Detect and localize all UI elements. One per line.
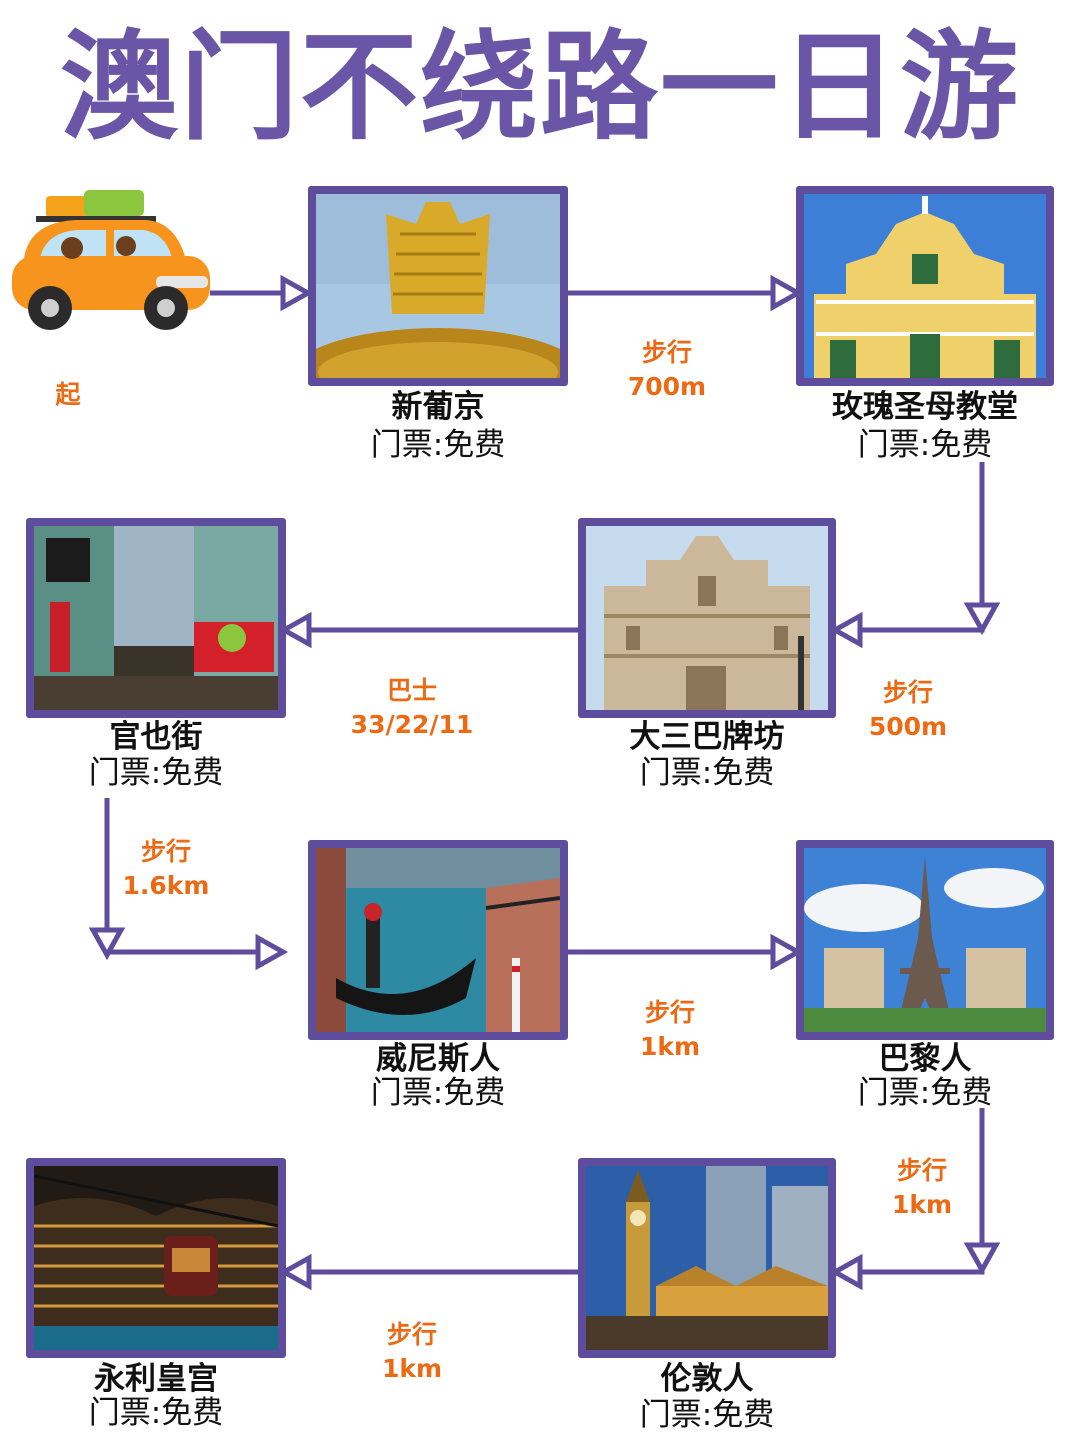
transport-detail: 700m <box>627 371 707 401</box>
stop-ticket: 门票:免费 <box>88 1395 224 1431</box>
stop-name: 大三巴牌坊 <box>629 719 785 755</box>
stop-photo-rua-do-cunha <box>26 518 286 718</box>
transport-label: 巴士 33/22/11 <box>312 674 512 742</box>
stop-name: 官也街 <box>109 719 203 755</box>
stop-name: 伦敦人 <box>660 1361 754 1397</box>
stop-photo-parisian <box>796 840 1054 1040</box>
transport-label: 步行 1km <box>570 996 770 1064</box>
stop-photo-st-dominic-church <box>796 186 1054 386</box>
stop-name: 永利皇宫 <box>94 1361 218 1397</box>
stop-name: 巴黎人 <box>878 1041 972 1077</box>
transport-detail: 500m <box>868 711 948 741</box>
car-illustration <box>6 188 214 340</box>
stop-ticket: 门票:免费 <box>370 1075 506 1111</box>
stop-photo-londoner <box>578 1158 836 1358</box>
stop-ticket: 门票:免费 <box>857 427 993 463</box>
transport-mode: 步行 <box>882 678 933 707</box>
stop-photo-grand-lisboa <box>308 186 568 386</box>
transport-mode: 步行 <box>641 338 692 367</box>
transport-detail: 1km <box>639 1031 701 1061</box>
stop-photo-wynn-palace <box>26 1158 286 1358</box>
stop-ticket: 门票:免费 <box>639 1397 775 1433</box>
transport-label: 步行 500m <box>808 676 1008 744</box>
transport-detail: 1km <box>891 1189 953 1219</box>
transport-label: 步行 700m <box>567 336 767 404</box>
transport-mode: 步行 <box>140 837 191 866</box>
stop-photo-venetian <box>308 840 568 1040</box>
transport-mode: 巴士 <box>386 676 437 705</box>
stop-ticket: 门票:免费 <box>639 755 775 791</box>
transport-detail: 33/22/11 <box>350 709 474 739</box>
transport-mode: 步行 <box>386 1320 437 1349</box>
stop-name: 威尼斯人 <box>376 1041 500 1077</box>
transport-detail: 1km <box>381 1353 443 1383</box>
stop-name: 新葡京 <box>391 389 485 425</box>
transport-mode: 步行 <box>896 1156 947 1185</box>
start-label: 起 <box>55 380 81 409</box>
page-title: 澳门不绕路一日游 <box>59 18 1020 156</box>
stop-ticket: 门票:免费 <box>88 755 224 791</box>
transport-label: 步行 1km <box>822 1154 1022 1222</box>
transport-mode: 步行 <box>644 998 695 1027</box>
transport-label: 步行 1.6km <box>66 835 266 903</box>
transport-detail: 1.6km <box>122 870 210 900</box>
stop-ticket: 门票:免费 <box>370 427 506 463</box>
stop-photo-ruins-of-st-pauls <box>578 518 836 718</box>
transport-label: 步行 1km <box>312 1318 512 1386</box>
stop-name: 玫瑰圣母教堂 <box>832 389 1018 425</box>
stop-ticket: 门票:免费 <box>857 1075 993 1111</box>
